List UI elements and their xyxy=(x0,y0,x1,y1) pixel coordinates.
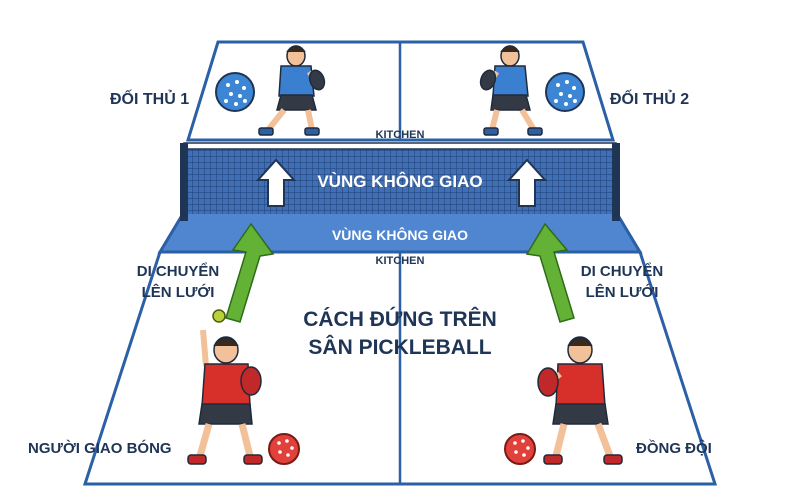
pickleball-blue-icon xyxy=(545,72,585,112)
label-no-volley-zone-net: VÙNG KHÔNG GIAO xyxy=(317,172,482,191)
label-move-left-1: DI CHUYỂN xyxy=(137,262,220,280)
label-no-volley-zone-floor: VÙNG KHÔNG GIAO xyxy=(332,226,468,243)
center-title-line1: CÁCH ĐỨNG TRÊN xyxy=(303,307,497,331)
label-opponent-1: ĐỐI THỦ 1 xyxy=(110,88,189,108)
arrow-up-icon xyxy=(506,158,548,207)
label-opponent-2: ĐỐI THỦ 2 xyxy=(610,88,689,108)
label-move-left-2: LÊN LƯỚI xyxy=(142,283,215,301)
arrow-up-icon xyxy=(525,222,575,323)
pickleball-red-icon xyxy=(504,433,536,465)
arrow-up-icon xyxy=(255,158,297,207)
arrow-up-icon xyxy=(225,222,275,323)
opponent-2-figure xyxy=(479,45,543,136)
label-kitchen-bottom: KITCHEN xyxy=(376,255,425,267)
pickleball-red-icon xyxy=(268,433,300,465)
pickleball-blue-icon xyxy=(215,72,255,112)
label-kitchen-top: KITCHEN xyxy=(376,129,425,141)
opponent-1-figure xyxy=(258,45,326,136)
label-server: NGƯỜI GIAO BÓNG xyxy=(28,439,172,457)
server-figure xyxy=(187,329,263,465)
pickleball-small-icon xyxy=(212,309,226,323)
label-partner: ĐỒNG ĐỘI xyxy=(636,439,712,457)
partner-figure xyxy=(537,336,623,465)
label-move-right-2: LÊN LƯỚI xyxy=(586,283,659,301)
label-move-right-1: DI CHUYỂN xyxy=(581,262,664,280)
center-title-line2: SÂN PICKLEBALL xyxy=(308,335,491,359)
